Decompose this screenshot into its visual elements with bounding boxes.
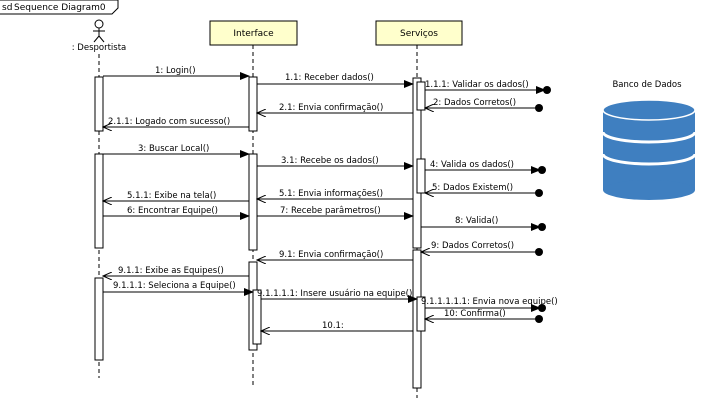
servicos-activation-1b bbox=[416, 158, 426, 194]
message-label: 5.1: Envia informações() bbox=[279, 189, 383, 199]
message-label: 9.1.1: Exibe as Equipes() bbox=[118, 266, 224, 276]
message-label: 7: Recebe parâmetros() bbox=[280, 206, 381, 216]
message-label: 1: Login() bbox=[155, 66, 196, 76]
database-icon bbox=[601, 99, 697, 200]
message-label: 10: Confirma() bbox=[444, 309, 506, 319]
servicos-head bbox=[375, 20, 463, 46]
frame-tab: sd Sequence Diagram0 bbox=[0, 0, 119, 15]
message-label: 4: Valida os dados() bbox=[430, 160, 514, 170]
message-label: 2: Dados Corretos() bbox=[433, 98, 516, 108]
servicos-activation-1a bbox=[416, 81, 426, 111]
message-label: 9.1.1.1: Seleciona a Equipe() bbox=[113, 281, 236, 291]
message-label: 2.1: Envia confirmação() bbox=[279, 103, 383, 113]
interface-activation-nested bbox=[252, 289, 262, 345]
endpoint-dot bbox=[535, 104, 543, 112]
actor-desportista: : Desportista bbox=[72, 19, 127, 378]
message-arrows bbox=[103, 72, 546, 331]
message-label: 9.1.1.1.1.1: Envia nova equipe() bbox=[421, 297, 558, 307]
message-label: 3.1: Recebe os dados() bbox=[281, 156, 379, 166]
endpoint-dot bbox=[535, 315, 543, 323]
actor-activation-2 bbox=[94, 153, 104, 249]
message-label: 5.1.1: Exibe na tela() bbox=[127, 191, 216, 201]
message-label: 10.1: bbox=[322, 321, 344, 331]
endpoint-dot bbox=[538, 304, 546, 312]
endpoint-dot bbox=[535, 189, 543, 197]
actor-activation-1 bbox=[94, 76, 104, 132]
servicos-label: Serviços bbox=[400, 29, 438, 39]
message-label: 8: Valida() bbox=[455, 216, 498, 226]
message-label: 1.1.1: Validar os dados() bbox=[425, 80, 529, 90]
message-endpoints bbox=[535, 86, 551, 323]
database-label: Banco de Dados bbox=[612, 80, 682, 90]
endpoint-dot bbox=[543, 86, 551, 94]
message-label: 9.1.1.1.1: Insere usuário na equipe() bbox=[257, 289, 412, 299]
interface-head bbox=[209, 20, 298, 46]
servicos-activation-2a bbox=[416, 296, 426, 332]
message-label: 9.1: Envia confirmação() bbox=[279, 250, 383, 260]
interface-activation-2 bbox=[248, 153, 258, 251]
message-label: 5: Dados Existem() bbox=[432, 183, 513, 193]
lifeline-interface: Interface bbox=[209, 20, 298, 388]
message-label: 1.1: Receber dados() bbox=[285, 73, 374, 83]
message-labels: 1: Login() 1.1: Receber dados() 1.1.1: V… bbox=[108, 66, 558, 331]
lifeline-servicos: Serviços bbox=[375, 20, 463, 398]
frame-title: Sequence Diagram0 bbox=[14, 3, 106, 13]
message-label: 9: Dados Corretos() bbox=[431, 241, 514, 251]
interface-activation-1 bbox=[248, 76, 258, 132]
message-label: 6: Encontrar Equipe() bbox=[127, 206, 218, 216]
actor-label: : Desportista bbox=[72, 43, 127, 53]
interface-label: Interface bbox=[233, 29, 274, 39]
database-banco: Banco de Dados bbox=[601, 80, 697, 200]
endpoint-dot bbox=[538, 166, 546, 174]
endpoint-dot bbox=[538, 223, 546, 231]
actor-activation-3 bbox=[94, 277, 104, 361]
frame-tag: sd bbox=[2, 3, 12, 13]
message-label: 3: Buscar Local() bbox=[138, 144, 209, 154]
message-label: 2.1.1: Logado com sucesso() bbox=[108, 117, 230, 127]
actor-stick-icon bbox=[93, 19, 105, 43]
endpoint-dot bbox=[535, 248, 543, 256]
